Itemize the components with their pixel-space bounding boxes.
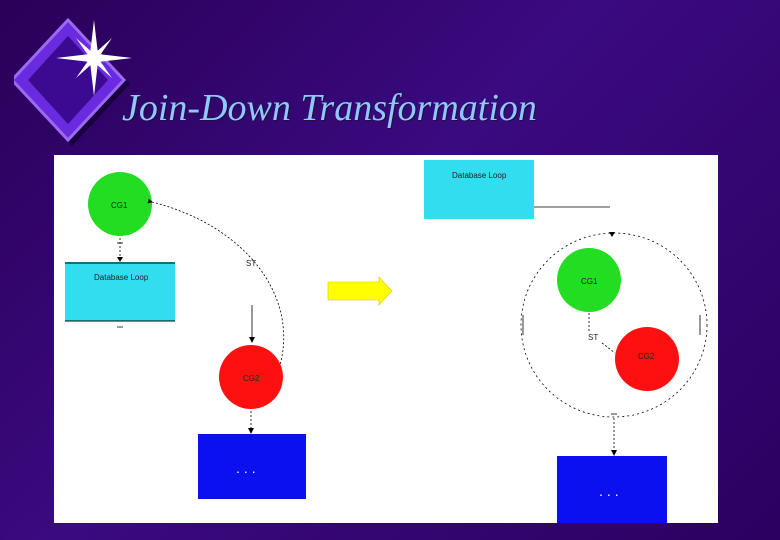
after-loop-label: Database Loop xyxy=(452,171,507,180)
before-st-label: ST xyxy=(246,259,256,268)
before-cg2-label: CG2 xyxy=(243,374,260,383)
after-continuation-box: ... xyxy=(557,456,667,523)
star-diamond-icon xyxy=(14,18,132,146)
before-cg1-node: CG1 xyxy=(88,172,152,236)
after-continuation-label: ... xyxy=(599,483,623,499)
right-arrow-icon xyxy=(327,276,393,306)
after-edge-st-cg2 xyxy=(601,342,616,354)
after-st-label: ST xyxy=(588,333,598,342)
after-cg2-label: CG2 xyxy=(638,352,655,361)
after-diagram: Database Loop CG1 ST CG2 xyxy=(424,160,708,523)
after-cg1-label: CG1 xyxy=(581,277,598,286)
before-cg2-node: CG2 xyxy=(219,345,283,409)
before-continuation-box: ... xyxy=(198,434,306,499)
before-diagram: CG1 Database Loop ST CG2 xyxy=(65,172,306,499)
before-cg1-label: CG1 xyxy=(111,201,128,210)
before-edge-dependency xyxy=(147,198,285,366)
after-database-loop-box: Database Loop xyxy=(424,160,534,219)
before-continuation-label: ... xyxy=(236,460,260,476)
before-loop-label: Database Loop xyxy=(94,273,149,282)
slide-title: Join-Down Transformation xyxy=(122,87,537,129)
before-database-loop-box: Database Loop xyxy=(65,262,175,322)
after-cg1-node: CG1 xyxy=(557,248,621,312)
after-cg2-node: CG2 xyxy=(615,327,679,391)
diagram-panel: CG1 Database Loop ST CG2 xyxy=(54,155,718,523)
